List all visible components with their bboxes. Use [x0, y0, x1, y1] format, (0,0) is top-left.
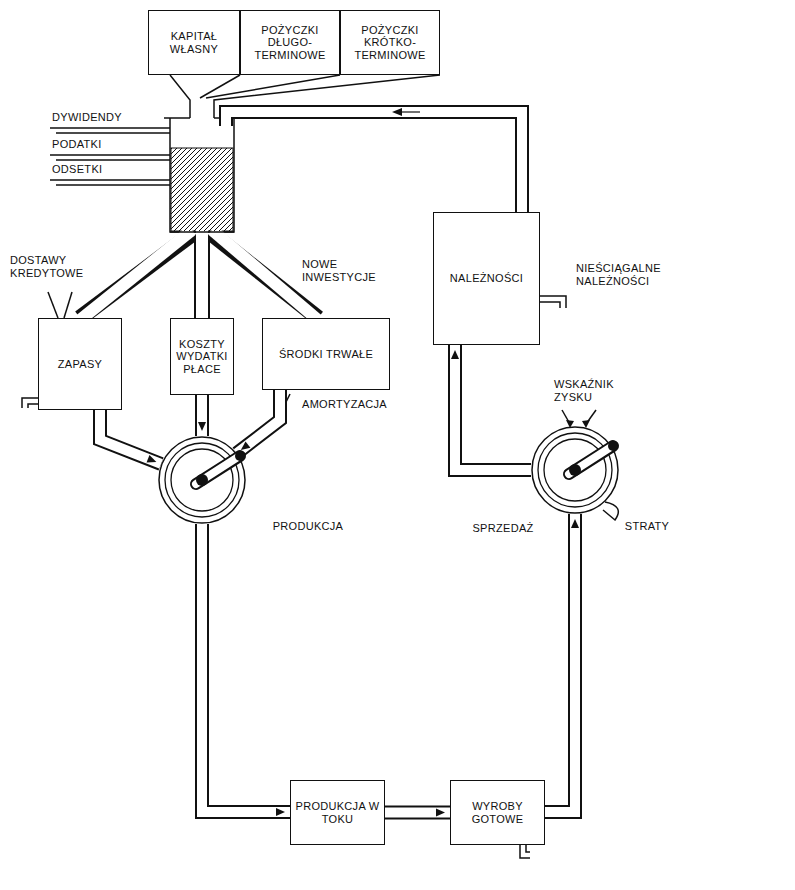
flow-arrow — [198, 422, 206, 431]
box-label: ŚRODKI TRWAŁE — [279, 348, 373, 361]
pump-outline — [532, 427, 618, 513]
crank-hub — [569, 464, 581, 476]
flow-label: DYWIDENDY — [50, 111, 124, 124]
pipe-connector — [237, 390, 280, 453]
box-label: KOSZTY WYDATKI PŁACE — [174, 338, 230, 376]
loss-spout — [603, 502, 618, 520]
pump-node: SPRZEDAŻSTRATY — [531, 426, 619, 514]
flow-label: AMORTYZACJA — [300, 398, 389, 411]
pipe-core — [545, 514, 575, 812]
crank-hub — [196, 474, 208, 486]
flow-arrow — [241, 441, 251, 450]
crank-knob — [608, 441, 618, 451]
pump-ring — [171, 449, 233, 511]
pipe-wall — [100, 410, 161, 464]
pipe-connector — [385, 809, 450, 817]
pipe-wall — [202, 524, 290, 812]
pump-ring — [165, 443, 239, 517]
pipe-core — [455, 345, 531, 470]
pump-symbol — [531, 426, 619, 514]
flow-box: PRODUKCJA W TOKU — [290, 780, 385, 845]
flow-box: POŻYCZKI KRÓTKO- TERMINOWE — [340, 10, 440, 75]
pipe-wall — [195, 395, 209, 436]
flow-box: POŻYCZKI DŁUGO- TERMINOWE — [240, 10, 340, 75]
flow-box: WYROBY GOTOWE — [450, 780, 545, 845]
flow-box: ŚRODKI TRWAŁE — [262, 318, 390, 390]
flow-label: DOSTAWY KREDYTOWE — [8, 254, 96, 279]
pipe-connector — [545, 514, 579, 812]
flow-arrow — [276, 808, 285, 816]
box-label: KAPITAŁ WŁASNY — [152, 30, 236, 55]
pipe-wall — [237, 390, 280, 453]
crank-knob — [235, 451, 245, 461]
pump-label: SPRZEDAŻ — [470, 522, 535, 535]
pump-label: PRODUKCJA — [271, 520, 346, 533]
pipe-connector — [202, 524, 290, 816]
flow-arrow — [571, 519, 579, 528]
flow-box: ZAPASY — [38, 318, 122, 410]
flow-box: KOSZTY WYDATKI PŁACE — [170, 318, 234, 395]
pump-ring — [538, 433, 612, 507]
pipe-connector — [100, 410, 161, 464]
pipe-core — [237, 390, 280, 453]
box-label: NALEŻNOŚCI — [450, 272, 523, 285]
pipe-wall — [545, 514, 575, 812]
pipe-core — [197, 395, 207, 436]
pipe-core — [202, 524, 290, 812]
box-label: ZAPASY — [58, 358, 102, 371]
pipe-wall — [455, 345, 531, 470]
flow-arrow — [451, 350, 459, 359]
flow-label: NOWE INWESTYCJE — [300, 258, 396, 283]
pipe-connector — [198, 395, 206, 436]
pump-label: STRATY — [623, 520, 671, 533]
pump-symbol — [158, 436, 246, 524]
flow-box: KAPITAŁ WŁASNY — [148, 10, 240, 75]
pump-ring — [544, 439, 606, 501]
pipe-connector — [451, 345, 531, 470]
box-label: POŻYCZKI DŁUGO- TERMINOWE — [244, 24, 336, 62]
box-label: WYROBY GOTOWE — [454, 800, 541, 825]
flow-label: PODATKI — [50, 138, 104, 151]
flow-arrow — [147, 455, 157, 462]
pipe-core — [100, 410, 161, 464]
pipe-core — [385, 808, 450, 818]
pump-node: PRODUKCJA — [158, 436, 246, 524]
flow-arrow — [436, 809, 445, 817]
pump-outline — [159, 437, 245, 523]
flow-label: WSKAŹNIK ZYSKU — [552, 378, 636, 403]
box-label: PRODUKCJA W TOKU — [294, 800, 381, 825]
box-label: POŻYCZKI KRÓTKO- TERMINOWE — [344, 24, 436, 62]
pipe-wall — [385, 806, 450, 820]
flow-box: NALEŻNOŚCI — [433, 212, 540, 345]
flow-label: NIEŚCIĄGALNE NALEŻNOŚCI — [574, 262, 682, 287]
flow-label: ODSETKI — [50, 163, 104, 176]
